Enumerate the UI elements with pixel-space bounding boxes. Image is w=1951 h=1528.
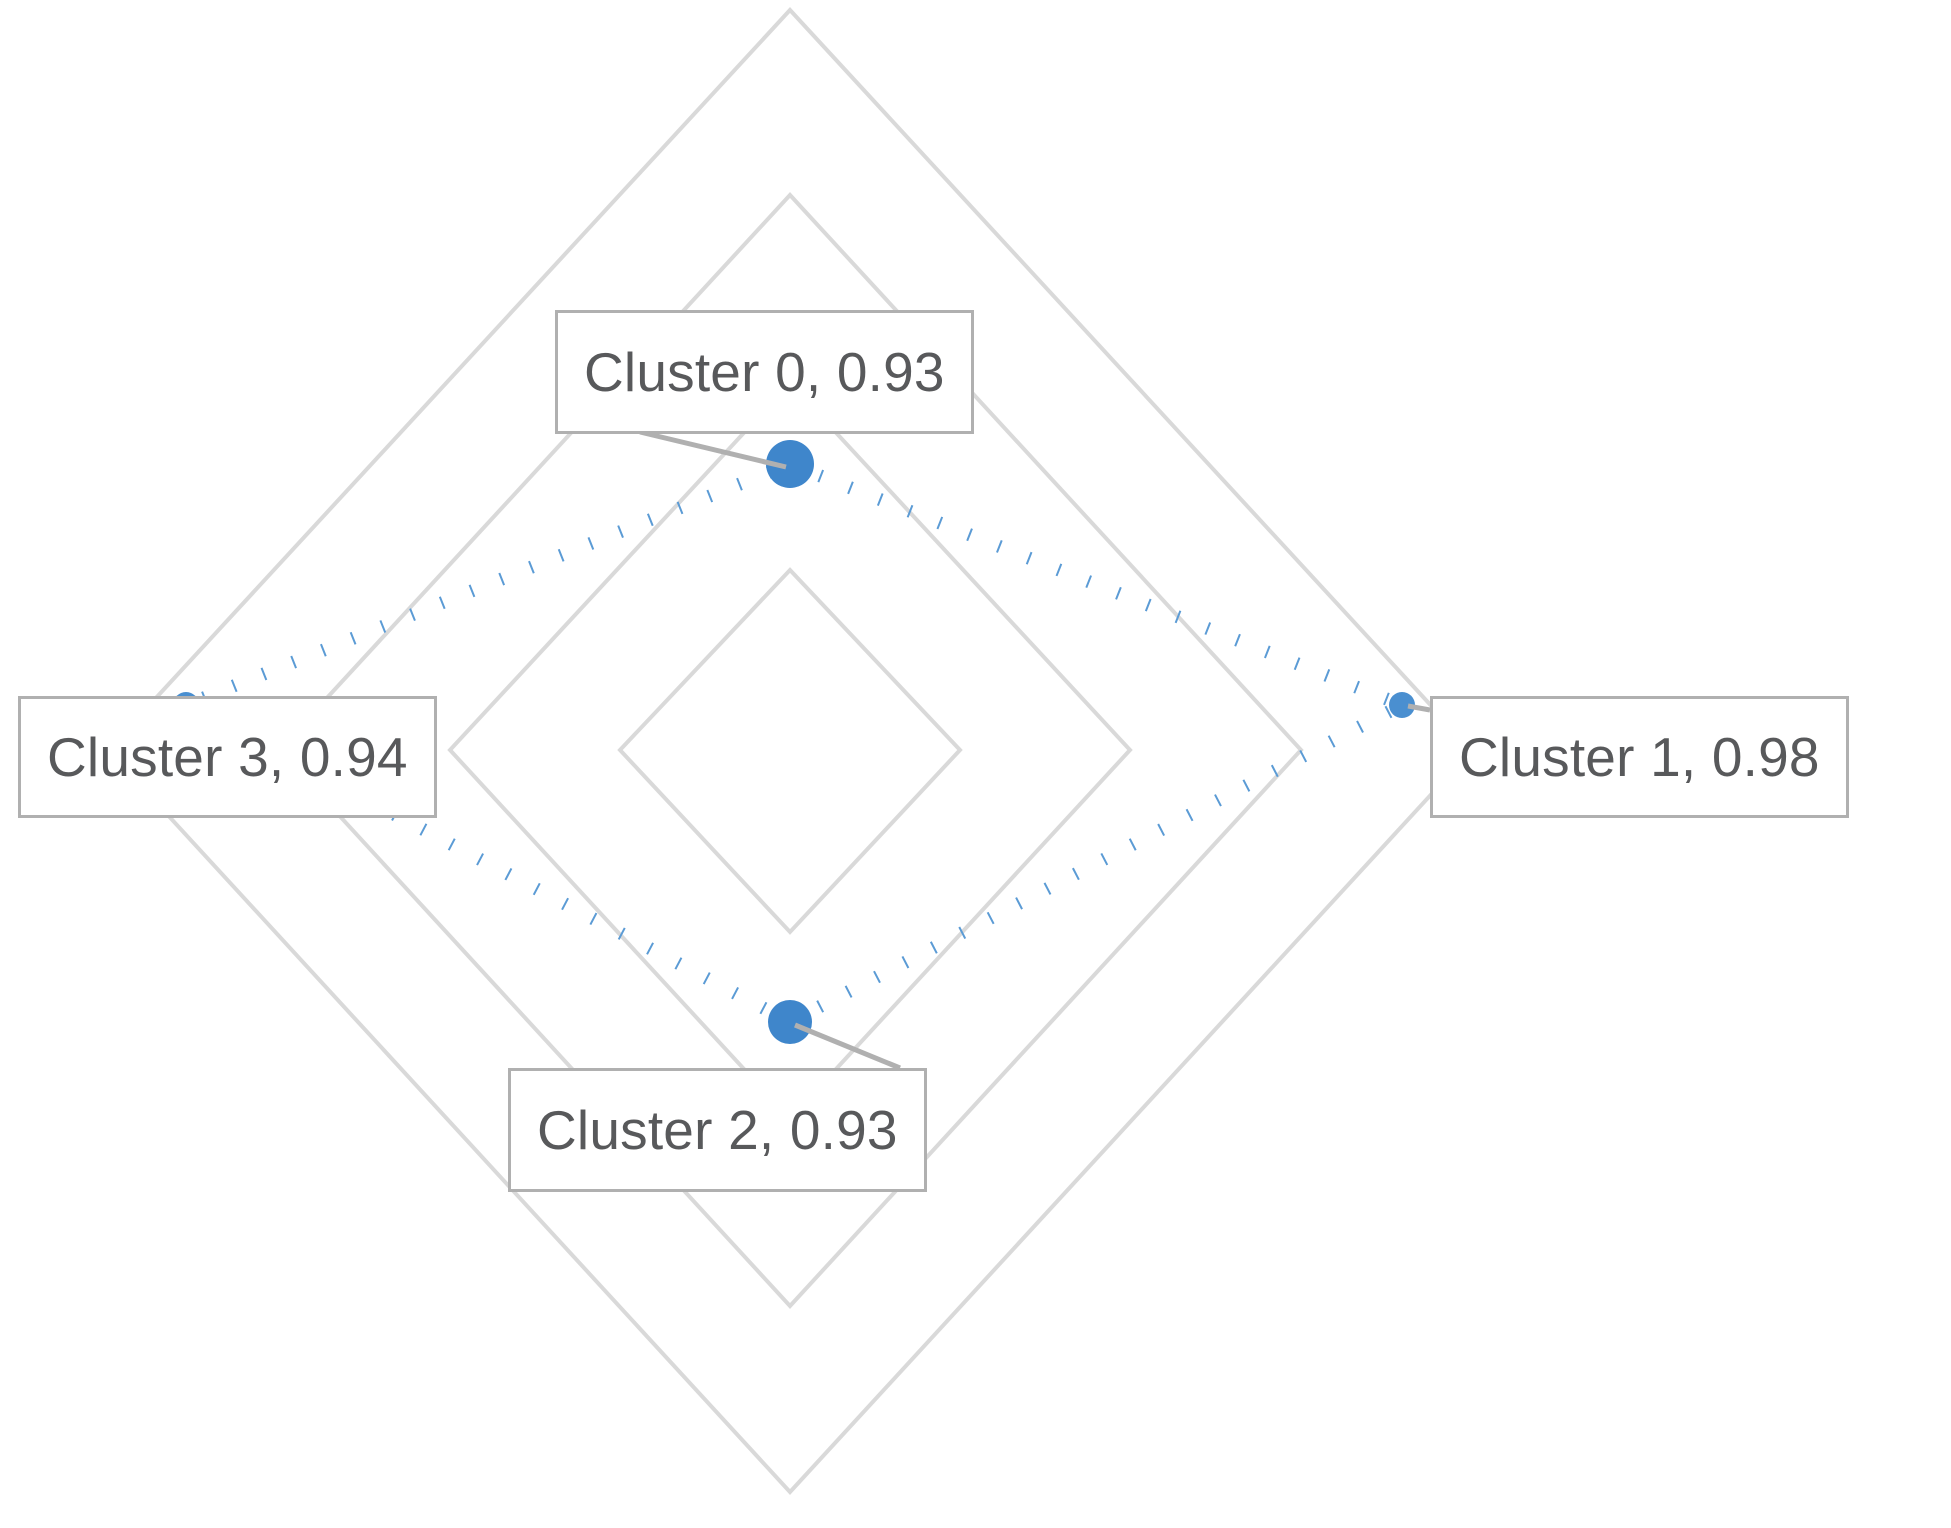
leader-line-cluster-2 (794, 1022, 901, 1071)
data-point-cluster-1[interactable] (1389, 692, 1415, 718)
grid-ring-1 (617, 567, 963, 935)
data-label-cluster-0[interactable]: Cluster 0, 0.93 (555, 310, 974, 434)
data-point-cluster-2[interactable] (768, 1000, 812, 1044)
grid-ring-3 (276, 192, 1304, 1309)
data-label-cluster-2[interactable]: Cluster 2, 0.93 (508, 1068, 927, 1192)
data-point-cluster-0[interactable] (766, 440, 814, 488)
leader-line-cluster-1 (1407, 703, 1431, 713)
leader-line-cluster-0 (639, 429, 787, 470)
data-label-cluster-3[interactable]: Cluster 3, 0.94 (18, 696, 437, 818)
grid-ring-4 (105, 7, 1475, 1495)
data-label-cluster-1[interactable]: Cluster 1, 0.98 (1430, 696, 1849, 818)
callout-leader-lines (639, 429, 1431, 1071)
